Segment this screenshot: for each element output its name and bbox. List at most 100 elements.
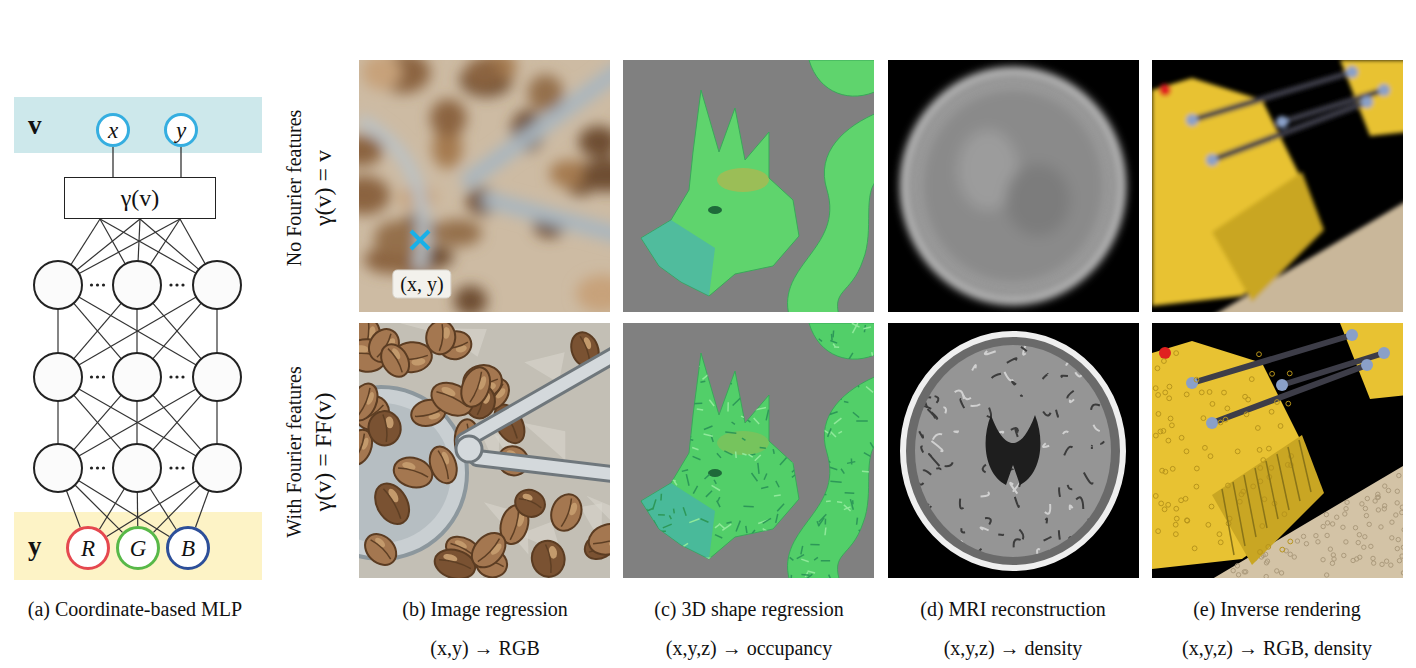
brick-stud [1153,494,1158,499]
surface-detail [760,531,769,538]
track-tread [1266,461,1278,519]
surface-detail [763,529,767,532]
ellipsis-dot [169,375,172,378]
hidden-neuron [34,444,82,492]
surface-detail [788,373,797,375]
brain-fold [1021,394,1023,397]
blurred-nut [454,286,487,312]
brain-fold [1133,323,1136,326]
brain-fold [1046,519,1047,524]
mlp-wire [57,309,58,353]
brain-fold [1064,447,1072,456]
brain-fold [919,354,926,361]
brick-stud [1239,492,1244,497]
baseplate-stud [1231,568,1235,572]
surface-detail [724,341,726,350]
surface-detail [763,518,771,523]
skull [903,334,1123,568]
surface-detail [638,547,648,553]
mlp-wire [74,303,122,359]
brick-stud [1159,501,1164,506]
brick-stud [1266,446,1271,451]
surface-detail [817,521,819,526]
brick-stud [1166,438,1171,443]
surface-detail [680,368,686,376]
ellipsis-dot [90,466,93,469]
surface-detail [651,412,660,415]
baseplate-stud [1321,524,1325,528]
surface-detail [776,481,779,487]
brain-fold [1007,358,1017,362]
brain-fold [1058,487,1061,496]
surface-detail [830,481,841,482]
jaw-shade [641,483,715,559]
surface-detail [693,486,697,494]
surface-detail [660,494,662,501]
surface-detail [779,351,790,356]
surface-detail [796,357,798,368]
walnut-crease [478,539,501,563]
surface-detail [650,406,656,412]
blurred-photo [359,60,610,312]
brick-stud [1255,426,1260,431]
output-neuron: R [66,526,110,570]
input-neuron: y [164,113,198,147]
surface-detail [806,344,815,351]
surface-detail [822,392,831,399]
surface-detail [862,471,873,472]
surface-detail [683,507,686,516]
surface-detail [746,360,752,367]
brain-fold [1100,552,1103,555]
brick-stud [1183,496,1188,501]
surface-detail [743,417,750,422]
brain-fold [922,517,927,519]
brick-stud [1287,371,1292,376]
brain-fold [1021,347,1027,351]
coordinate-callout: (x, y) [392,270,451,299]
brain-fold [1113,451,1117,458]
walnut [529,538,568,578]
baseplate-stud [1341,525,1345,529]
surface-detail [771,340,776,343]
surface-detail [701,558,713,560]
surface-detail [634,400,639,409]
brain-fold [1093,537,1101,542]
surface-detail [677,332,685,335]
surface-detail [648,522,651,533]
surface-detail [654,326,664,328]
brick-stud [1168,416,1173,421]
surface-detail [820,447,822,458]
brain-fold [1060,560,1064,564]
brain-fold [1019,578,1021,579]
brain-fold [890,541,896,544]
surface-detail [735,367,737,375]
surface-detail [851,567,854,570]
mlp-wire [75,485,122,532]
brick-stud [1218,540,1223,545]
neuron-label: y [176,119,186,142]
walnut [390,453,436,492]
brick-stud [1266,544,1271,549]
brick-stud [1174,506,1179,511]
brick-stud [1223,417,1228,422]
baseplate-stud [1235,564,1239,568]
surface-detail [654,545,661,554]
dragon-surface [809,60,874,96]
surface-detail [797,555,804,559]
surface-detail [774,545,777,556]
surface-detail [823,410,828,415]
bulldozer-model [1152,323,1403,578]
brain-fold [888,474,890,479]
brick-stud [1243,394,1248,399]
baseplate-stud [1395,501,1399,505]
surface-detail [630,478,634,482]
surface-detail [742,453,746,455]
hydraulic-arm [1212,102,1367,160]
cross-stroke [411,231,429,249]
brain [919,86,1107,286]
surface-detail [857,381,859,387]
surface-detail [714,480,716,484]
surface-detail [832,330,834,337]
brick-stud [1225,406,1230,411]
mlp-wire [137,492,139,526]
